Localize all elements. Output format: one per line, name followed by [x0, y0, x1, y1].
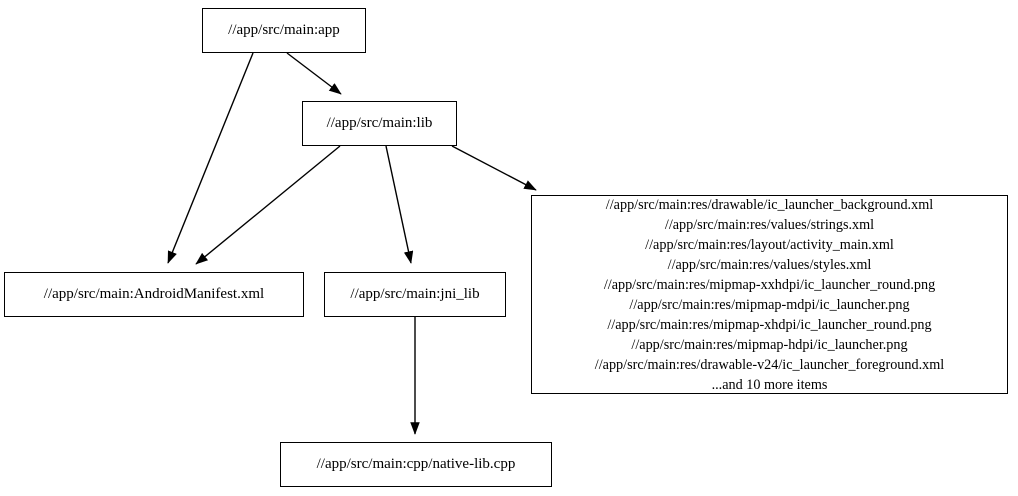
graph-node-android-manifest-label: //app/src/main:AndroidManifest.xml [43, 286, 265, 302]
edge-app-to-lib [286, 52, 342, 95]
graph-node-app-label: //app/src/main:app [228, 22, 340, 38]
graph-node-app[interactable]: //app/src/main:app [202, 8, 366, 53]
graph-node-lib[interactable]: //app/src/main:lib [302, 101, 457, 146]
graph-node-res-group-label: //app/src/main:res/drawable/ic_launcher_… [594, 196, 945, 393]
edge-lib-to-manifest [195, 145, 341, 265]
edge-lib-to-res-group [451, 145, 537, 191]
graph-node-android-manifest[interactable]: //app/src/main:AndroidManifest.xml [4, 272, 304, 317]
edge-lib-to-jni-lib [385, 145, 414, 264]
graph-node-jni-lib-label: //app/src/main:jni_lib [350, 286, 480, 302]
graph-node-jni-lib[interactable]: //app/src/main:jni_lib [324, 272, 506, 317]
graph-node-native-lib-cpp[interactable]: //app/src/main:cpp/native-lib.cpp [280, 442, 552, 487]
graph-node-native-lib-cpp-label: //app/src/main:cpp/native-lib.cpp [316, 456, 516, 472]
graph-node-res-group[interactable]: //app/src/main:res/drawable/ic_launcher_… [531, 195, 1008, 394]
edge-app-to-manifest [167, 52, 254, 264]
graph-node-lib-label: //app/src/main:lib [326, 115, 433, 131]
